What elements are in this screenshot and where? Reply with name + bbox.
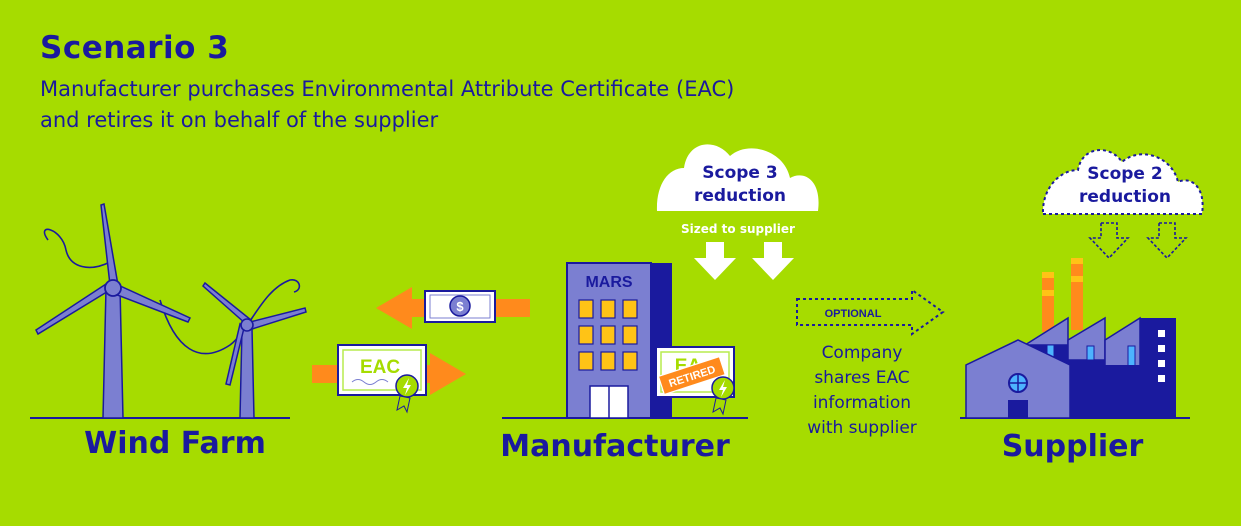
scope2-cloud-text: Scope 2 reduction — [1068, 163, 1182, 209]
page-title: Scenario 3 — [40, 30, 230, 66]
scope3-line-1: Scope 3 — [702, 163, 778, 183]
manufacturer-building-icon: MARS — [502, 262, 748, 419]
eac-certificate-label: EAC — [360, 357, 400, 378]
scope2-down-arrows — [1088, 222, 1188, 260]
eac-certificate-icon: EAC — [337, 344, 427, 414]
optional-arrow-icon — [796, 288, 945, 336]
payment-arrow: $ — [376, 287, 530, 329]
wind-turbine-icon — [202, 281, 307, 419]
scope3-line-2: reduction — [694, 186, 786, 206]
dashed-down-arrow-icon — [1088, 222, 1130, 260]
retired-certificate-icon: EA RETIRED — [655, 346, 735, 416]
scope2-line-1: Scope 2 — [1087, 164, 1163, 184]
info-line-1: Company — [821, 343, 903, 363]
dollar-bill-icon: $ — [424, 290, 496, 323]
chimney-icon — [1071, 258, 1083, 330]
scope3-note: Sized to supplier — [681, 222, 795, 236]
building-windows — [578, 299, 638, 371]
page-subtitle: Manufacturer purchases Environmental Att… — [40, 74, 840, 136]
manufacturer-label: Manufacturer — [500, 429, 730, 464]
scope3-cloud-text: Scope 3 reduction — [680, 162, 800, 208]
chimney-icon — [1042, 272, 1054, 332]
optional-arrow-label: OPTIONAL — [825, 308, 882, 320]
down-arrow-icon — [752, 242, 794, 280]
info-line-4: with supplier — [807, 418, 917, 438]
wind-turbine-icon — [35, 203, 192, 419]
scope2-cloud-icon — [1041, 149, 1204, 215]
info-line-3: information — [812, 393, 912, 413]
wind-swirl-icon — [43, 228, 111, 269]
scope2-line-2: reduction — [1079, 187, 1171, 207]
building-sign: MARS — [585, 274, 632, 291]
wind-farm-illustration — [30, 203, 307, 419]
supplier-label: Supplier — [1001, 429, 1144, 464]
down-arrow-icon — [694, 242, 736, 280]
dashed-down-arrow-icon — [1146, 222, 1188, 260]
subtitle-line-1: Manufacturer purchases Environmental Att… — [40, 77, 735, 101]
subtitle-line-2: and retires it on behalf of the supplier — [40, 108, 439, 132]
dollar-sign-text: $ — [456, 299, 464, 314]
factory-door — [1008, 400, 1028, 418]
scope3-down-arrows — [694, 242, 794, 280]
eac-transfer-arrow: EAC — [312, 344, 466, 414]
info-line-2: shares EAC — [814, 368, 910, 388]
scope3-cloud-icon — [656, 144, 819, 211]
supplier-factory-icon — [960, 258, 1190, 419]
wind-farm-label: Wind Farm — [84, 426, 266, 461]
info-text: Company shares EAC information with supp… — [787, 341, 937, 441]
